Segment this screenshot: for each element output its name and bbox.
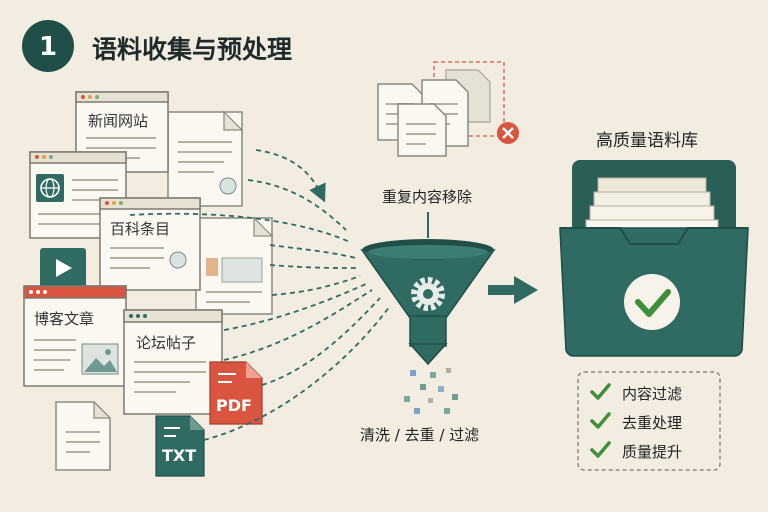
- txt-file-icon: [155, 415, 205, 477]
- page-title: 语料收集与预处理: [92, 35, 293, 64]
- pdf-file-icon: [209, 361, 263, 425]
- checklist-item-quality: 质量提升: [622, 443, 683, 461]
- plain-document-icon: [55, 400, 112, 471]
- quality-check-icon: [624, 274, 680, 330]
- output-arrow: [488, 276, 538, 304]
- source-label-forum: 论坛帖子: [136, 334, 197, 352]
- source-label-encyclopedia: 百科条目: [110, 220, 171, 238]
- corpus-title: 高质量语料库: [596, 131, 698, 151]
- play-icon: [56, 259, 72, 277]
- image-icon: [84, 358, 117, 372]
- check-icon: [590, 441, 611, 458]
- blog-window: [23, 285, 127, 387]
- checklist-item-dedup: 去重处理: [622, 414, 683, 432]
- pdf-tag: PDF: [216, 396, 252, 415]
- encyclopedia-window: [99, 197, 201, 291]
- step-number: 1: [38, 32, 58, 62]
- dedup-label: 重复内容移除: [382, 188, 473, 206]
- duplicate-documents: [377, 61, 505, 157]
- video-tile: [40, 248, 86, 288]
- checklist-item-filter: 内容过滤: [622, 385, 683, 403]
- txt-tag: TXT: [162, 446, 197, 465]
- document-stack-left: [167, 110, 244, 207]
- source-label-blog: 博客文章: [34, 310, 95, 328]
- step-number-badge: [22, 20, 74, 72]
- source-label-news: 新闻网站: [88, 112, 149, 130]
- check-icon: [590, 412, 611, 429]
- document-image-card: [195, 216, 274, 315]
- check-icon: [590, 383, 611, 400]
- gear-icon: [411, 277, 445, 311]
- flow-arrows: [129, 149, 391, 441]
- process-label: 清洗 / 去重 / 过滤: [360, 426, 480, 444]
- forum-window: [123, 309, 223, 415]
- remove-x-icon: [497, 122, 519, 144]
- checklist-box: [577, 371, 721, 471]
- corpus-bin: [559, 160, 749, 357]
- filtered-particles: [404, 368, 458, 414]
